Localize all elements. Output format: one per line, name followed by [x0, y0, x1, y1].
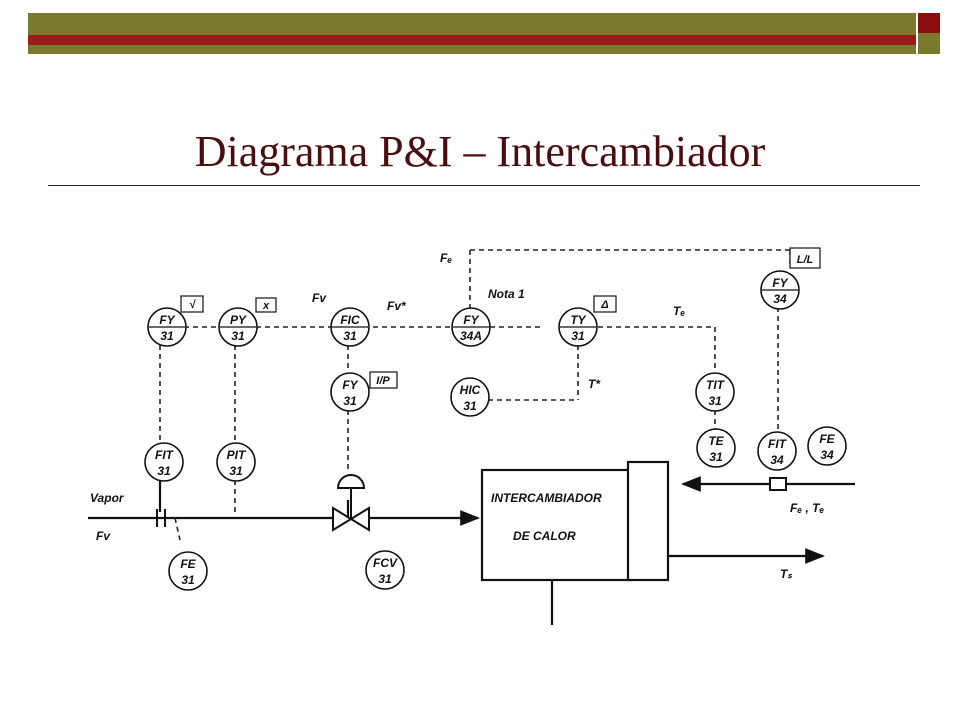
num-hic31: 31 — [463, 399, 477, 413]
corner-block-bottom — [918, 33, 940, 54]
label-vapor: Vapor — [90, 491, 125, 505]
num-fe31: 31 — [181, 573, 195, 587]
tag-fy31b: FY — [342, 378, 358, 392]
corner-block-top — [918, 13, 940, 33]
tag-fe31: FE — [180, 557, 196, 571]
lead-lag-label: L/L — [797, 254, 814, 266]
num-ty31: 31 — [571, 329, 585, 343]
label-t-setpoint: T* — [588, 377, 601, 391]
heat-exchanger — [480, 460, 670, 582]
ip-converter-label: I/P — [376, 375, 390, 387]
label-nota: Nota 1 — [488, 287, 525, 301]
label-fe-top: Fₑ — [440, 251, 452, 265]
num-fy31: 31 — [160, 329, 174, 343]
tag-fic31: FIC — [340, 313, 360, 327]
title-underline — [48, 185, 920, 186]
label-fe-te: Fₑ , Tₑ — [790, 501, 824, 515]
label-ts: Tₛ — [780, 567, 792, 581]
num-fy34: 34 — [773, 292, 787, 306]
slide-title: Diagrama P&I – Intercambiador — [194, 127, 766, 176]
tag-pit31: PIT — [227, 448, 247, 462]
tag-fit34: FIT — [768, 437, 788, 451]
process-lines — [88, 476, 855, 625]
function-boxes — [180, 247, 821, 389]
num-fy31b: 31 — [343, 394, 357, 408]
signal-lines — [148, 249, 791, 541]
num-fcv31: 31 — [378, 572, 392, 586]
num-tit31: 31 — [708, 394, 722, 408]
label-fv: Fv — [312, 291, 327, 305]
label-fv-setpoint: Fv* — [387, 299, 407, 313]
label-te: Tₑ — [673, 304, 685, 318]
exchanger-label-1: INTERCAMBIADOR — [491, 491, 602, 505]
num-fit34: 34 — [770, 453, 784, 467]
num-pit31: 31 — [229, 464, 243, 478]
orifice-plates — [156, 477, 787, 527]
tag-te31: TE — [708, 434, 724, 448]
instrument-dividers — [149, 289, 798, 328]
tag-fcv31: FCV — [373, 556, 398, 570]
sqrt-icon: √ — [189, 299, 196, 311]
header-stripe — [28, 35, 916, 45]
exchanger-label-2: DE CALOR — [513, 529, 576, 543]
tag-fy34a: FY — [463, 313, 479, 327]
tag-ty31: TY — [570, 313, 586, 327]
num-fe34: 34 — [820, 448, 834, 462]
tag-fe34: FE — [819, 432, 835, 446]
num-fy34a: 34A — [460, 329, 482, 343]
tag-hic31: HIC — [460, 383, 481, 397]
num-te31: 31 — [709, 450, 723, 464]
num-fic31: 31 — [343, 329, 357, 343]
label-fv-inlet: Fv — [96, 529, 111, 543]
tag-py31: PY — [230, 313, 247, 327]
tag-fy34: FY — [772, 276, 788, 290]
tag-tit31: TIT — [706, 378, 726, 392]
header-bar — [28, 13, 916, 54]
multiply-icon: x — [262, 300, 270, 312]
num-fit31: 31 — [157, 464, 171, 478]
delta-icon: Δ — [600, 299, 608, 311]
num-py31: 31 — [231, 329, 245, 343]
tag-fit31: FIT — [155, 448, 175, 462]
control-valve — [332, 474, 370, 532]
tag-fy31: FY — [159, 313, 175, 327]
